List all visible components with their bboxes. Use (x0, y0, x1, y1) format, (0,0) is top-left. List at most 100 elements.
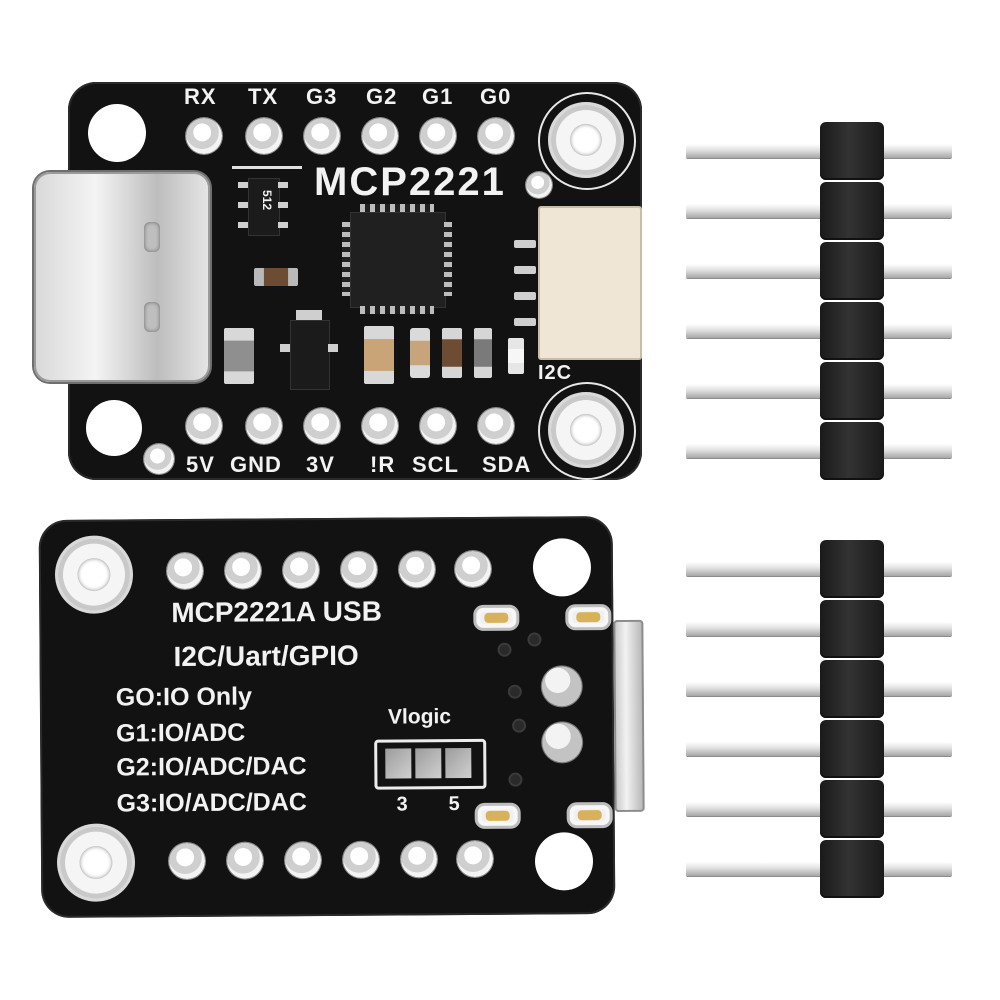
test-pad-1 (541, 666, 582, 707)
header-pin (686, 384, 952, 398)
back-mount-hole-bottom-right (534, 832, 594, 891)
qfn-leads-top (360, 204, 434, 212)
resistor-r2 (442, 328, 462, 378)
gpio-line-g2: G2:IO/ADC/DAC (116, 752, 307, 782)
header-pin (686, 682, 952, 696)
jst-pin-2 (514, 266, 536, 274)
pin-label-tx: TX (248, 84, 279, 109)
pad-reset (362, 408, 398, 444)
via-5 (510, 774, 521, 785)
pin-label-scl: SCL (412, 452, 459, 477)
qfn-leads-right (444, 222, 452, 296)
back-pad-bottom-3 (284, 842, 322, 879)
usb-c-connector-side (613, 619, 645, 812)
back-pad-top-3 (282, 552, 320, 589)
pad-g0 (478, 118, 514, 154)
back-pad-bottom-6 (456, 840, 494, 878)
capacitor-c2 (364, 326, 394, 384)
usb-c-slot-lower (144, 302, 160, 332)
chip-leg-2 (238, 202, 248, 208)
pad-rx (186, 118, 222, 154)
capacitor-c1 (224, 328, 254, 384)
pad-gnd (246, 408, 282, 444)
vlogic-option-5: 5 (448, 793, 460, 816)
pad-tx (246, 118, 282, 154)
gpio-line-g1: G1:IO/ADC (116, 718, 246, 748)
usb-c-slot-upper (144, 222, 160, 252)
chip-marking: 512 (260, 190, 274, 211)
led-d1 (508, 338, 524, 374)
qfn-leads-left (342, 222, 350, 296)
header-plastic-segment (820, 540, 884, 598)
gpio-line-g3: G3:IO/ADC/DAC (116, 788, 307, 818)
chip-leg-6 (278, 222, 288, 228)
capacitor-c3 (410, 328, 430, 378)
pin-header-top (686, 120, 956, 490)
jumper-pad-center (415, 748, 442, 779)
via-2 (509, 686, 520, 697)
header-pin (686, 742, 952, 756)
i2c-jst-connector (538, 206, 642, 360)
back-pad-bottom-2 (226, 842, 264, 879)
pad-g2 (362, 118, 398, 154)
header-plastic-segment (820, 840, 884, 898)
header-plastic-segment (820, 182, 884, 240)
regulator-leg-l (280, 344, 290, 352)
small-pad-bottom-left (144, 444, 174, 474)
test-pad-2 (542, 722, 583, 763)
jst-pin-1 (514, 240, 536, 248)
jst-pin-4 (514, 318, 536, 326)
header-plastic-segment (820, 780, 884, 838)
pin-label-rx: RX (184, 84, 217, 109)
pad-3v (304, 408, 340, 444)
pin-label-3v: 3V (306, 452, 335, 477)
chip-leg-5 (278, 202, 288, 208)
chip-leg-4 (278, 182, 288, 188)
mount-ring-outline-top-right (538, 92, 636, 190)
header-pin (686, 264, 952, 278)
header-pin (686, 622, 952, 636)
pad-g3 (304, 118, 340, 154)
regulator-leg-r (328, 344, 338, 352)
pin-label-gnd: GND (230, 452, 282, 477)
fiducial-pad (526, 172, 552, 198)
header-pin (686, 144, 952, 158)
header-plastic-segment (820, 242, 884, 300)
back-pad-top-1 (166, 552, 204, 590)
back-pad-top-5 (398, 551, 436, 588)
mount-hole-bottom-left (86, 400, 142, 456)
header-plastic-segment (820, 720, 884, 778)
back-pad-top-4 (340, 551, 378, 588)
pcb-front: RX TX G3 G2 G1 G0 MCP2221 512 I2C (34, 82, 642, 480)
vlogic-jumper[interactable] (374, 738, 487, 790)
chip-leg-3 (238, 222, 248, 228)
jumper-pad-3v (385, 748, 412, 779)
regulator-tab (296, 310, 322, 320)
pin-header-bottom (686, 538, 956, 908)
board-title: MCP2221 (314, 160, 506, 204)
back-mount-hole-top-right (532, 538, 592, 597)
pad-5v (186, 408, 222, 444)
smd-pad-bottom-1 (474, 802, 521, 829)
pin-label-g1: G1 (422, 84, 454, 109)
pin-label-g2: G2 (366, 84, 398, 109)
vlogic-option-3: 3 (396, 793, 408, 816)
header-plastic-segment (820, 362, 884, 420)
jumper-pad-5v (445, 747, 472, 779)
pin-label-reset: !R (370, 452, 396, 477)
header-plastic-segment (820, 122, 884, 180)
pin-label-sda: SDA (482, 452, 532, 477)
pin-label-g0: G0 (480, 84, 512, 109)
qfn-leads-bottom (360, 306, 434, 314)
mount-ring-top-right (548, 102, 624, 178)
regulator-chip (290, 320, 330, 390)
back-pad-bottom-5 (400, 841, 438, 878)
via-4 (514, 720, 525, 731)
smd-pad-bottom-2 (566, 802, 613, 829)
header-plastic-segment (820, 660, 884, 718)
header-pin (686, 802, 952, 816)
mount-ring-bottom-right (548, 392, 624, 468)
back-pad-top-6 (454, 550, 492, 588)
vlogic-label: Vlogic (387, 705, 452, 729)
pad-sda (478, 408, 514, 444)
